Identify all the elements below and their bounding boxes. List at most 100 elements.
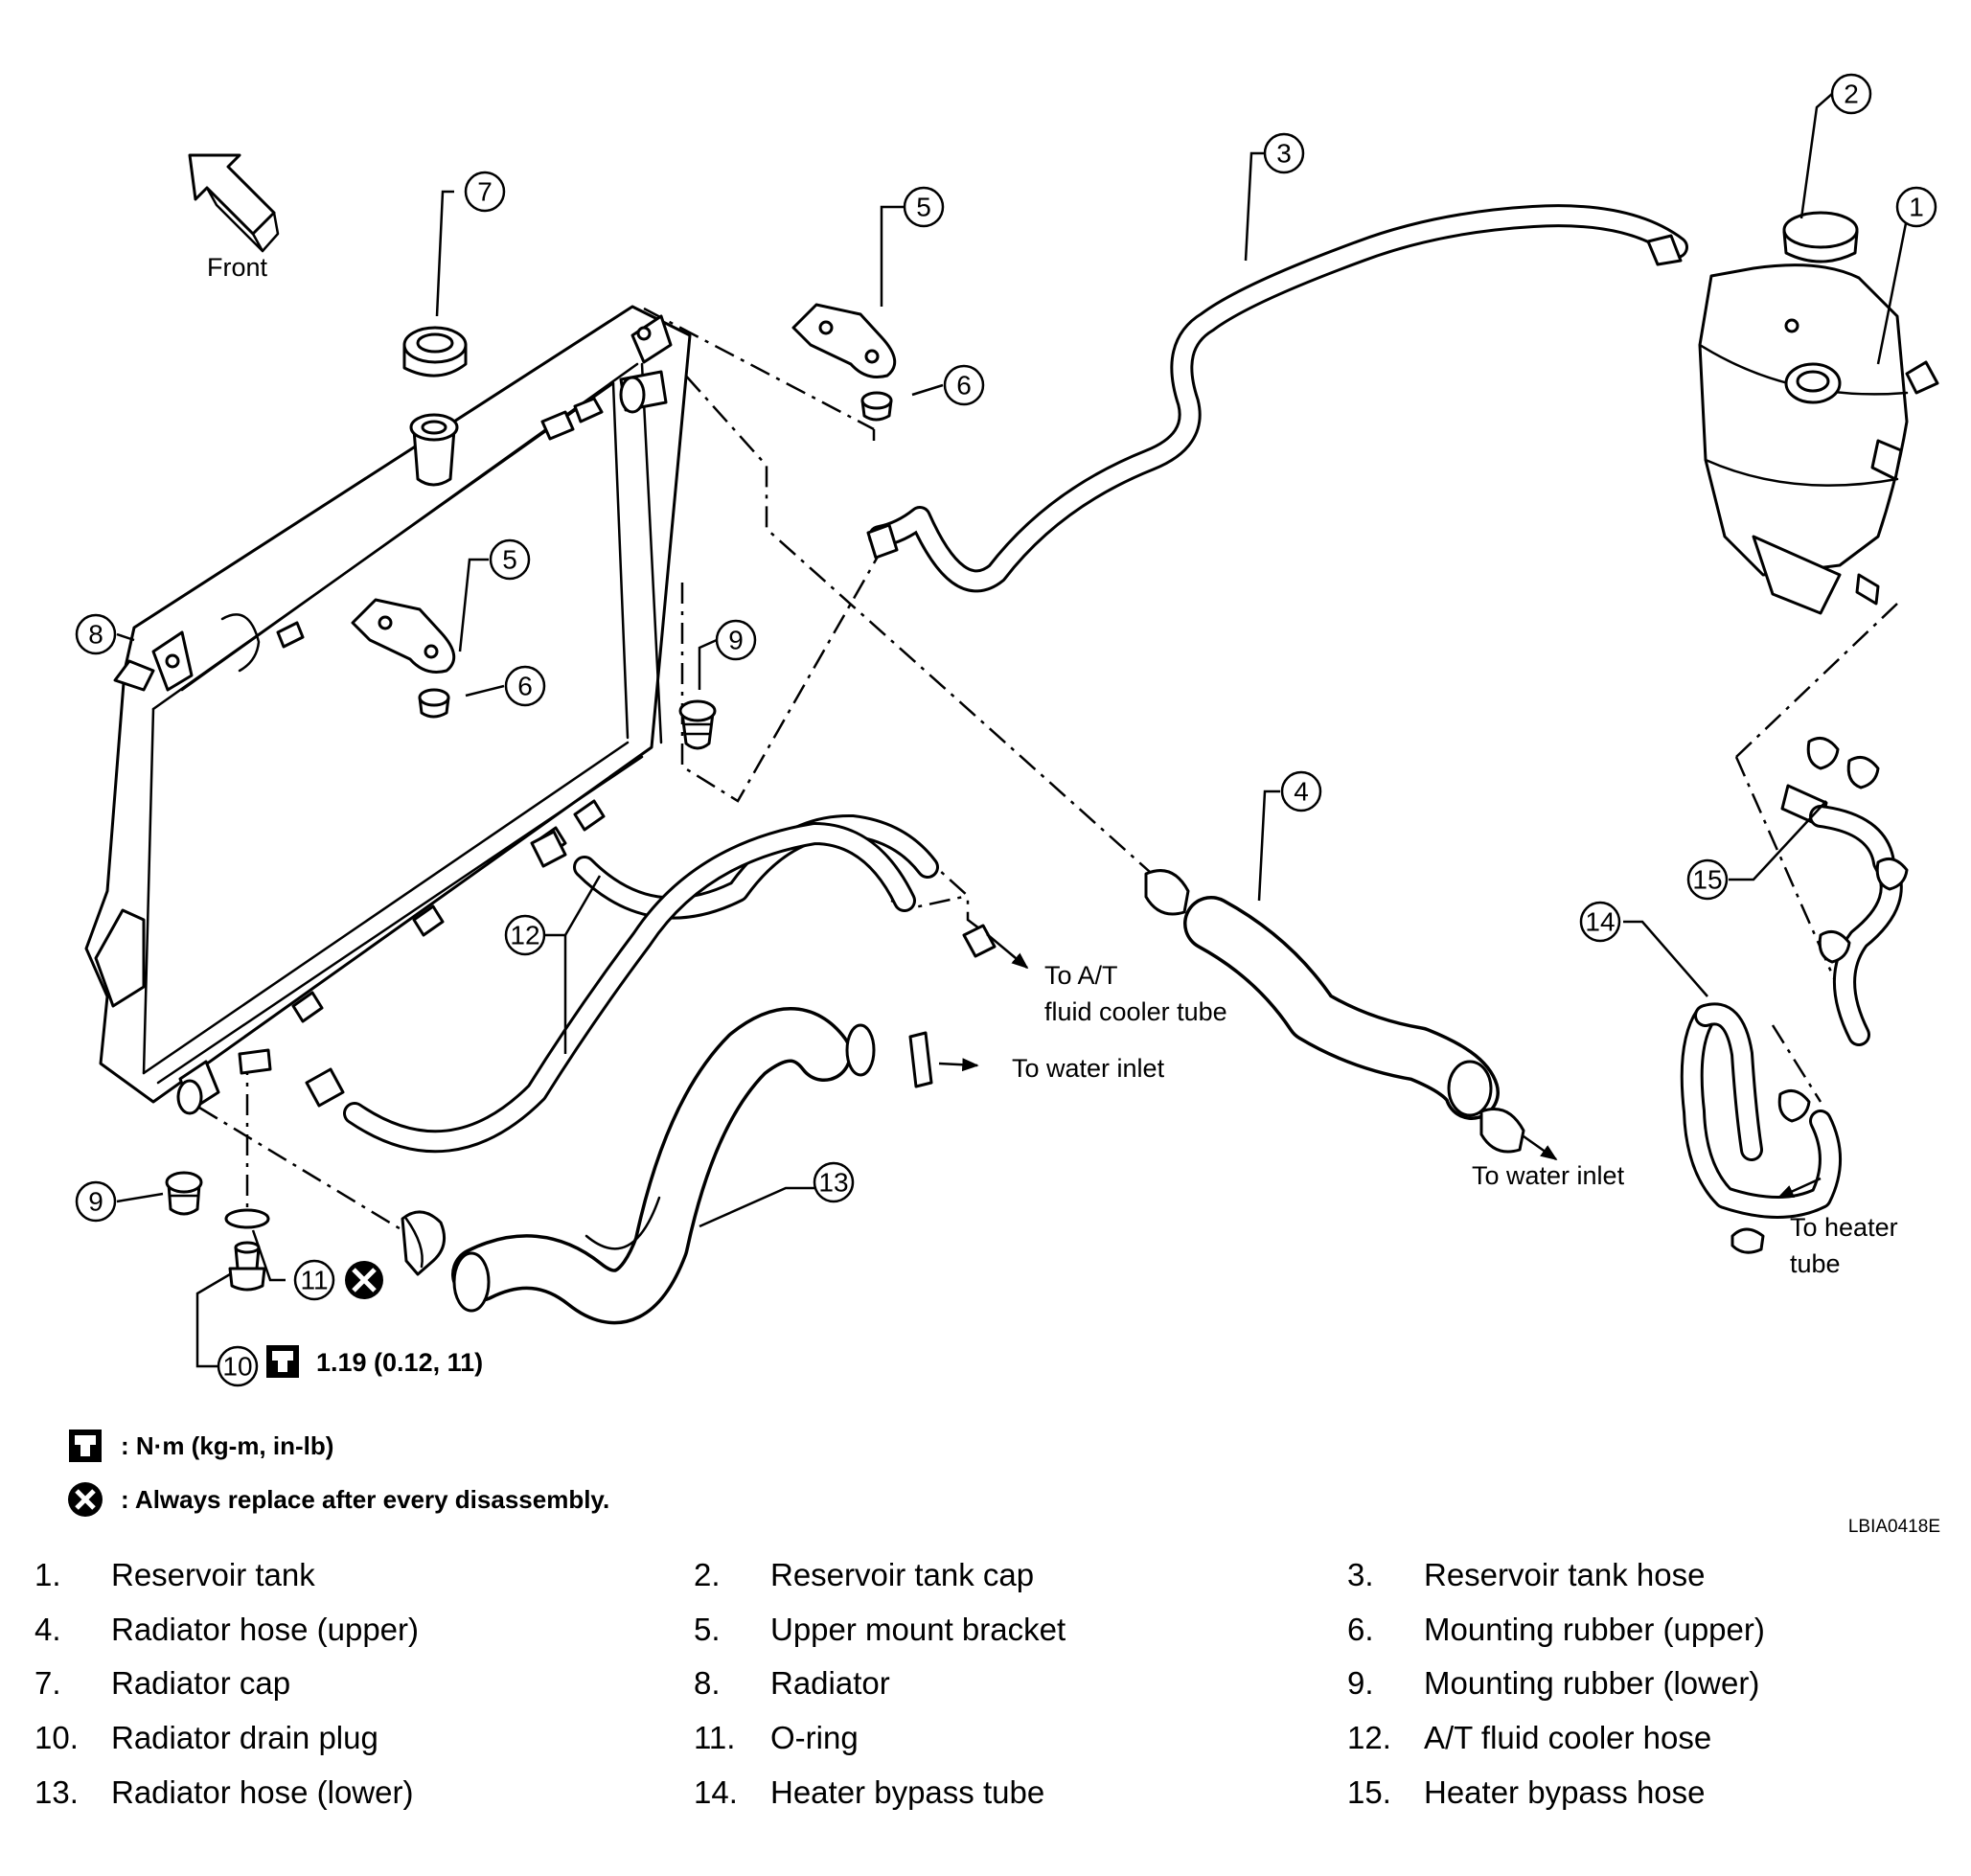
callout-9-left: 9 [75,1180,117,1223]
svg-text:13: 13 [818,1168,848,1198]
radiator-hose-lower [401,1007,933,1325]
cooling-system-diagram: Front [75,73,1939,1387]
to-water-inlet-label-lower: To water inlet [1012,1054,1165,1083]
part-name: Radiator cap [111,1665,291,1701]
callout-1: 1 [1895,186,1937,228]
torque-spec: 1.19 (0.12, 11) [316,1348,483,1377]
torque-wrench-icon [266,1345,299,1378]
callout-13: 13 [813,1161,855,1203]
svg-text:3: 3 [1276,139,1292,169]
callout-7: 7 [464,171,506,213]
mounting-rubber-lower-left [165,1171,203,1216]
part-name: Heater bypass hose [1424,1774,1706,1810]
torque-wrench-icon [69,1430,102,1462]
replace-always-icon [345,1261,383,1299]
part-number: 11. [694,1720,736,1755]
part-name: Radiator drain plug [111,1720,378,1755]
svg-text:11: 11 [300,1266,328,1295]
svg-text:9: 9 [728,626,744,655]
mounting-rubber-upper-lower [418,688,450,719]
callout-5-top: 5 [903,186,945,228]
svg-text:8: 8 [88,620,103,650]
part-name: Mounting rubber (lower) [1424,1665,1760,1701]
svg-text:6: 6 [956,371,972,400]
part-number: 8. [694,1665,721,1701]
svg-text:14: 14 [1585,907,1615,937]
callout-3: 3 [1263,132,1305,174]
svg-text:4: 4 [1294,777,1309,807]
upper-mount-bracket-lower [351,598,456,674]
svg-text:7: 7 [477,177,493,207]
part-number: 5. [694,1612,721,1647]
part-name: Heater bypass tube [770,1774,1045,1810]
part-name: Upper mount bracket [770,1612,1066,1647]
callout-leaders [116,93,1914,1368]
to-water-inlet-label-upper: To water inlet [1472,1161,1625,1190]
callout-14: 14 [1579,901,1621,943]
flow-arrows [938,933,1822,1200]
figure-id: LBIA0418E [1847,1517,1940,1537]
callout-2: 2 [1830,73,1872,115]
radiator [84,305,692,1115]
part-number: 4. [34,1612,61,1647]
svg-text:5: 5 [502,545,517,575]
at-fluid-cooler-hoses [238,813,997,1154]
part-name: Radiator [770,1665,890,1701]
svg-text:6: 6 [517,672,533,701]
callout-5-lower: 5 [489,538,531,581]
legend-replace-text: : Always replace after every disassembly… [121,1484,610,1514]
part-number: 2. [694,1557,721,1592]
svg-text:10: 10 [222,1352,252,1382]
legend-torque: : N·m (kg-m, in-lb) [67,1428,333,1464]
part-name: A/T fluid cooler hose [1424,1720,1712,1755]
front-label: Front [207,253,268,282]
callout-15: 15 [1686,858,1729,901]
callout-9-right: 9 [715,619,757,661]
svg-text:15: 15 [1692,865,1722,895]
part-number: 1. [34,1557,61,1592]
part-number: 9. [1347,1665,1374,1701]
upper-mount-bracket-top [791,303,897,378]
svg-text:9: 9 [88,1187,103,1217]
parts-list: 1. Reservoir tank 2. Reservoir tank cap 3. Re… [34,1557,1951,1844]
part-name: Reservoir tank cap [770,1557,1035,1592]
part-number: 14. [694,1774,738,1810]
part-name: Radiator hose (lower) [111,1774,414,1810]
replace-always-icon [68,1482,103,1517]
part-number: 3. [1347,1557,1374,1592]
front-direction-arrow [188,153,280,253]
to-at-cooler-label-line2: fluid cooler tube [1044,997,1227,1026]
mounting-rubber-upper-top [860,391,893,422]
callout-6-top: 6 [943,364,985,406]
callout-6-lower: 6 [504,665,546,707]
part-name: Reservoir tank hose [1424,1557,1706,1592]
radiator-cap [402,326,468,377]
part-name: Mounting rubber (upper) [1424,1612,1765,1647]
part-number: 10. [34,1720,79,1755]
radiator-hose-upper [1144,869,1525,1154]
part-name: Reservoir tank [111,1557,315,1592]
part-number: 7. [34,1665,61,1701]
callout-12: 12 [504,914,546,956]
reservoir-tank-hose [866,204,1688,593]
o-ring [224,1208,270,1229]
heater-bypass-hose [1780,736,1909,1046]
svg-text:1: 1 [1909,193,1924,222]
svg-text:12: 12 [510,921,539,950]
callout-10: 10 [217,1345,259,1387]
mounting-rubber-lower-right [678,699,717,750]
to-at-cooler-label-line1: To A/T [1044,961,1118,990]
part-number: 6. [1347,1612,1374,1647]
legend-torque-text: : N·m (kg-m, in-lb) [121,1430,334,1460]
svg-text:2: 2 [1844,80,1859,109]
part-number: 15. [1347,1774,1391,1810]
part-number: 12. [1347,1720,1391,1755]
callout-11: 11 [293,1259,335,1301]
svg-text:5: 5 [916,193,931,222]
to-heater-tube-label-line1: To heater [1790,1213,1898,1242]
to-heater-tube-label-line2: tube [1790,1249,1841,1278]
legend-replace: : Always replace after every disassembly… [67,1481,609,1518]
reservoir-tank-cap [1782,211,1859,263]
part-name: O-ring [770,1720,859,1755]
part-number: 13. [34,1774,79,1810]
